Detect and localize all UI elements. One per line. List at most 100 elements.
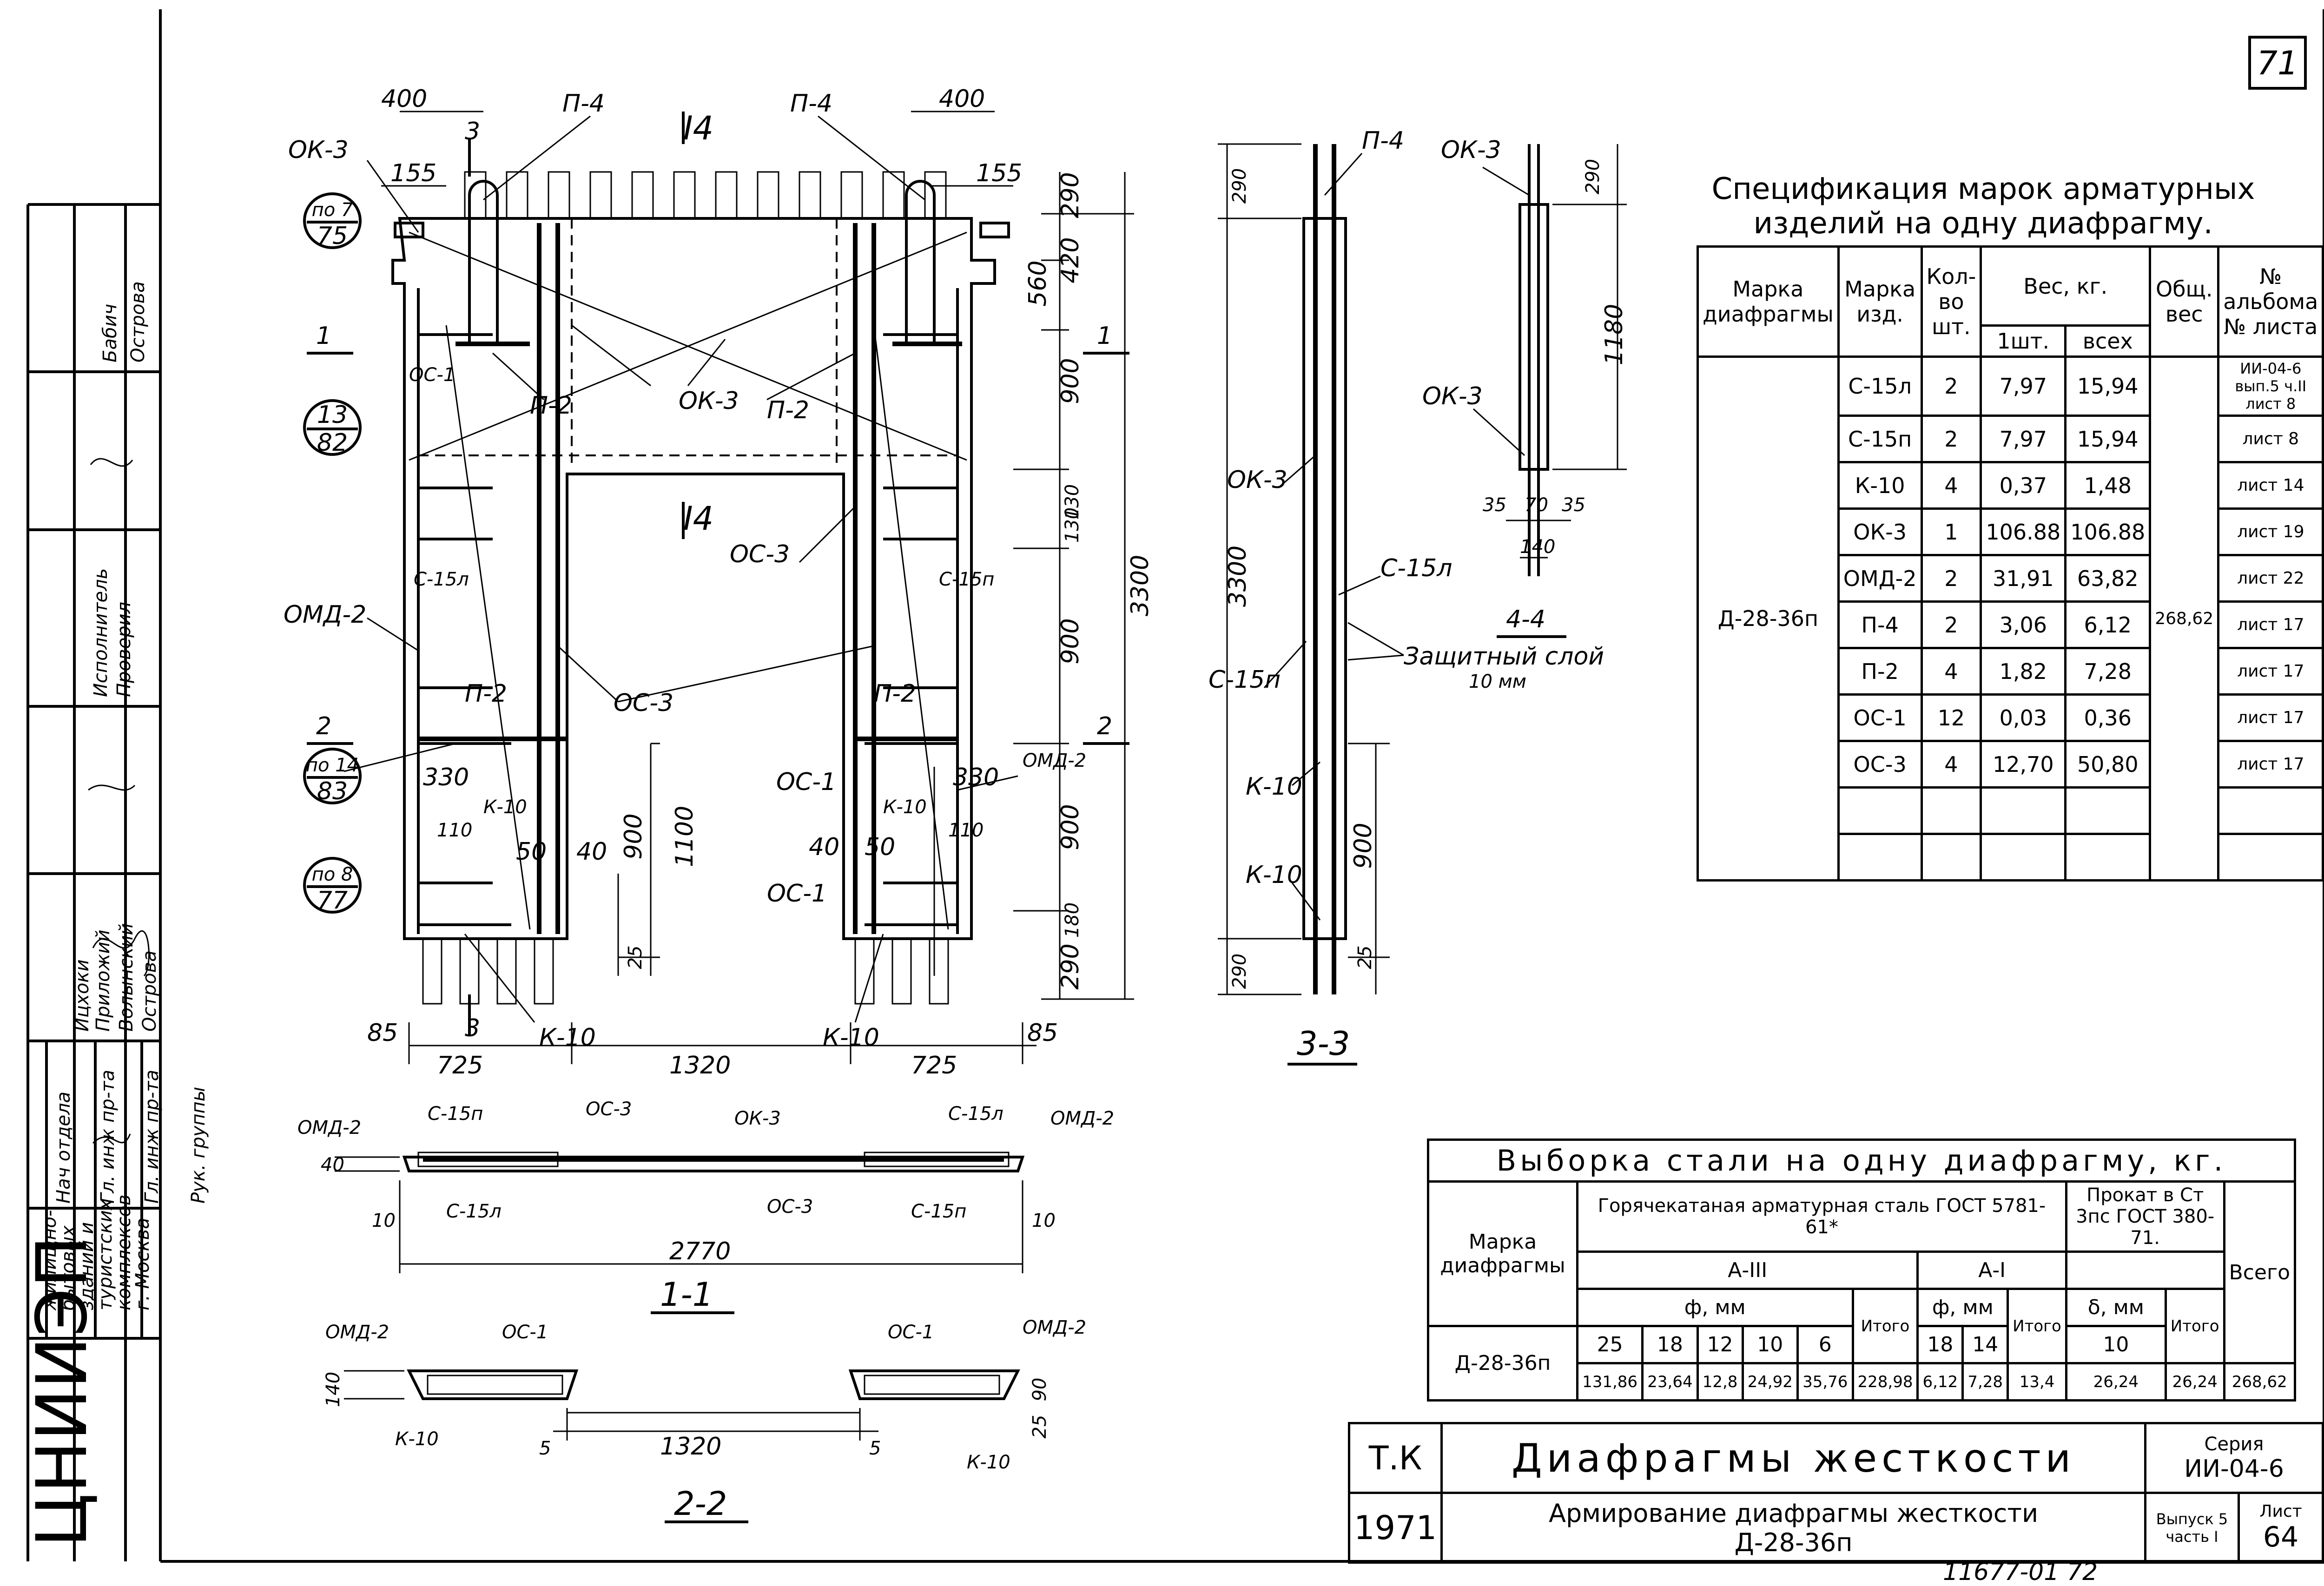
s22-dim-140: 140 <box>323 1372 344 1407</box>
s33-dim-290-top: 290 <box>1229 168 1250 204</box>
dim-290-bottom: 290 <box>1056 943 1084 989</box>
dim-40-right: 40 <box>809 833 839 861</box>
spec-cell: лист 8 <box>2217 415 2324 463</box>
s44-dim-35-left: 35 <box>1483 494 1506 516</box>
dim-40-left: 40 <box>576 838 607 866</box>
label-p4-right: П-4 <box>790 90 832 118</box>
steel-phi-a3: ф, мм <box>1576 1288 1854 1327</box>
steel-cell: 228,98 <box>1851 1362 1919 1402</box>
s44-dim-70: 70 <box>1525 494 1548 516</box>
callout-8-77: по 8 77 <box>303 857 362 915</box>
s33-dim-3300: 3300 <box>1224 546 1252 607</box>
steel-cell: 10 <box>1741 1325 1799 1364</box>
steel-cell: 6,12 <box>1916 1362 1964 1402</box>
s22-label-oc1-right: ОС-1 <box>888 1322 934 1343</box>
label-omd2-right: ОМД-2 <box>1023 750 1086 771</box>
dim-330-left: 330 <box>423 763 469 791</box>
steel-cell: 25 <box>1576 1325 1644 1364</box>
name-1: Ицхоки <box>72 960 93 1032</box>
institute-logo: ЦНИИЭП <box>22 1236 103 1547</box>
s11-label-c15l: С-15л <box>948 1103 1004 1125</box>
dim-900-middle: 900 <box>1056 618 1084 664</box>
spec-cell: 2 <box>1920 355 1982 417</box>
s22-dim-5-right: 5 <box>869 1438 881 1459</box>
label-p2-left: П-2 <box>530 392 572 420</box>
spec-cell: лист 17 <box>2217 740 2324 789</box>
steel-table: Выборка стали на одну диафрагму, кг. Мар… <box>1427 1138 2297 1402</box>
section-title-3-3: 3-3 <box>1297 1025 1350 1063</box>
label-oc3-right: ОС-3 <box>730 540 790 568</box>
title-block-series: ИИ-04-6 <box>2184 1454 2284 1483</box>
section-4-4: 290 1180 ОК-3 ОК-3 35 70 35 140 4-4 <box>1422 136 1628 638</box>
table-row-empty <box>1698 833 2324 882</box>
s33-label-k10-upper: К-10 <box>1246 773 1302 801</box>
label-p2-lower-right: П-2 <box>874 680 916 708</box>
spec-cell: 0,37 <box>1980 461 2067 510</box>
spec-cell: С-15л <box>1837 355 1923 417</box>
section-title-2-2: 2-2 <box>674 1485 727 1523</box>
dim-725-right: 725 <box>911 1052 957 1079</box>
s22-dim-1320: 1320 <box>660 1433 721 1461</box>
spec-cell: 63,82 <box>2064 554 2152 603</box>
role-executor: Исполнитель <box>90 568 112 697</box>
dim-400-left: 400 <box>381 85 427 113</box>
label-k10-bottom-left: К-10 <box>539 1024 596 1052</box>
steel-cell: 13,4 <box>2007 1362 2067 1402</box>
spec-cell: 12,70 <box>1980 740 2067 789</box>
s11-dim-10-right: 10 <box>1032 1210 1056 1231</box>
bottom-number: 11677-01 72 <box>1943 1558 2098 1586</box>
spec-cell: 31,91 <box>1980 554 2067 603</box>
dim-560: 560 <box>1024 260 1052 306</box>
section-1-1: ОМД-2 С-15п ОС-3 ОК-3 С-15л ОМД-2 С-15л … <box>297 1099 1114 1314</box>
steel-itogo-a1: Итого <box>2007 1288 2067 1364</box>
name-2: Приложий <box>92 929 114 1032</box>
spec-header-qty: Кол-во шт. <box>1920 245 1982 358</box>
table-row-empty <box>1698 786 2324 835</box>
left-title-strip: ЦНИИЭП жилищно- бытовых зданий и туристс… <box>22 203 209 1561</box>
s33-protective-layer: Защитный слой <box>1404 643 1604 671</box>
dim-85-left: 85 <box>367 1019 398 1047</box>
dim-130-b: 130 <box>1062 507 1083 543</box>
label-i4-middle: I4 <box>683 500 713 538</box>
section-mark-2-left: 2 <box>316 712 331 740</box>
table-row: Д-28-36п С-15л 2 7,97 15,94 268,62 ИИ-04… <box>1697 355 2324 882</box>
dim-155-left: 155 <box>390 159 436 187</box>
steel-cell: 14 <box>1961 1325 2009 1364</box>
dim-85-right: 85 <box>1027 1019 1058 1047</box>
title-block-issue: Выпуск 5 часть I <box>2144 1492 2240 1564</box>
s11-label-oc3-bottom: ОС-3 <box>767 1196 813 1217</box>
table-row: П-4 2 3,06 6,12 лист 17 <box>1698 600 2324 649</box>
spec-cell: 2 <box>1920 554 1982 603</box>
spec-cell: 4 <box>1920 740 1982 789</box>
s33-label-ok3: ОК-3 <box>1227 466 1287 494</box>
steel-cell: 26,24 <box>2065 1362 2167 1402</box>
svg-text:по 7: по 7 <box>312 199 353 221</box>
spec-cell: 106.88 <box>1980 507 2067 556</box>
s11-label-c15l-bottom: С-15л <box>446 1201 502 1222</box>
steel-class-a1: А-I <box>1916 1250 2067 1290</box>
section-mark-2-right: 2 <box>1097 712 1112 740</box>
table-row: П-2 4 1,82 7,28 лист 17 <box>1698 647 2324 696</box>
dim-3300: 3300 <box>1126 555 1154 616</box>
institute-text-5: комплексов <box>113 1195 135 1310</box>
steel-itogo-a3: Итого <box>1851 1288 1919 1364</box>
steel-cell: 12,8 <box>1696 1362 1744 1402</box>
label-ok3-mid: ОК-3 <box>679 387 739 415</box>
steel-phi-a1: ф, мм <box>1916 1288 2009 1327</box>
steel-cell: 6 <box>1796 1325 1854 1364</box>
section-mark-3-top: 3 <box>465 118 480 145</box>
table-row: 131,86 23,64 12,8 24,92 35,76 228,98 6,1… <box>1428 1362 2297 1402</box>
spec-total-weight: 268,62 <box>2149 355 2220 882</box>
dim-110-right: 110 <box>948 820 984 841</box>
dim-290-top: 290 <box>1056 172 1084 218</box>
steel-mark-header: Марка диафрагмы <box>1427 1180 1578 1327</box>
s33-label-p4: П-4 <box>1362 127 1404 155</box>
label-ok3-top: ОК-3 <box>288 136 349 164</box>
spec-cell: 12 <box>1920 693 1982 742</box>
steel-cell: 26,24 <box>2164 1362 2225 1402</box>
s22-dim-25: 25 <box>1029 1415 1050 1439</box>
title-block-year: 1971 <box>1347 1492 1443 1564</box>
steel-title: Выборка стали на одну диафрагму, кг. <box>1427 1138 2296 1183</box>
section-mark-1-right: 1 <box>1097 322 1112 350</box>
label-omd2-left: ОМД-2 <box>284 601 366 629</box>
